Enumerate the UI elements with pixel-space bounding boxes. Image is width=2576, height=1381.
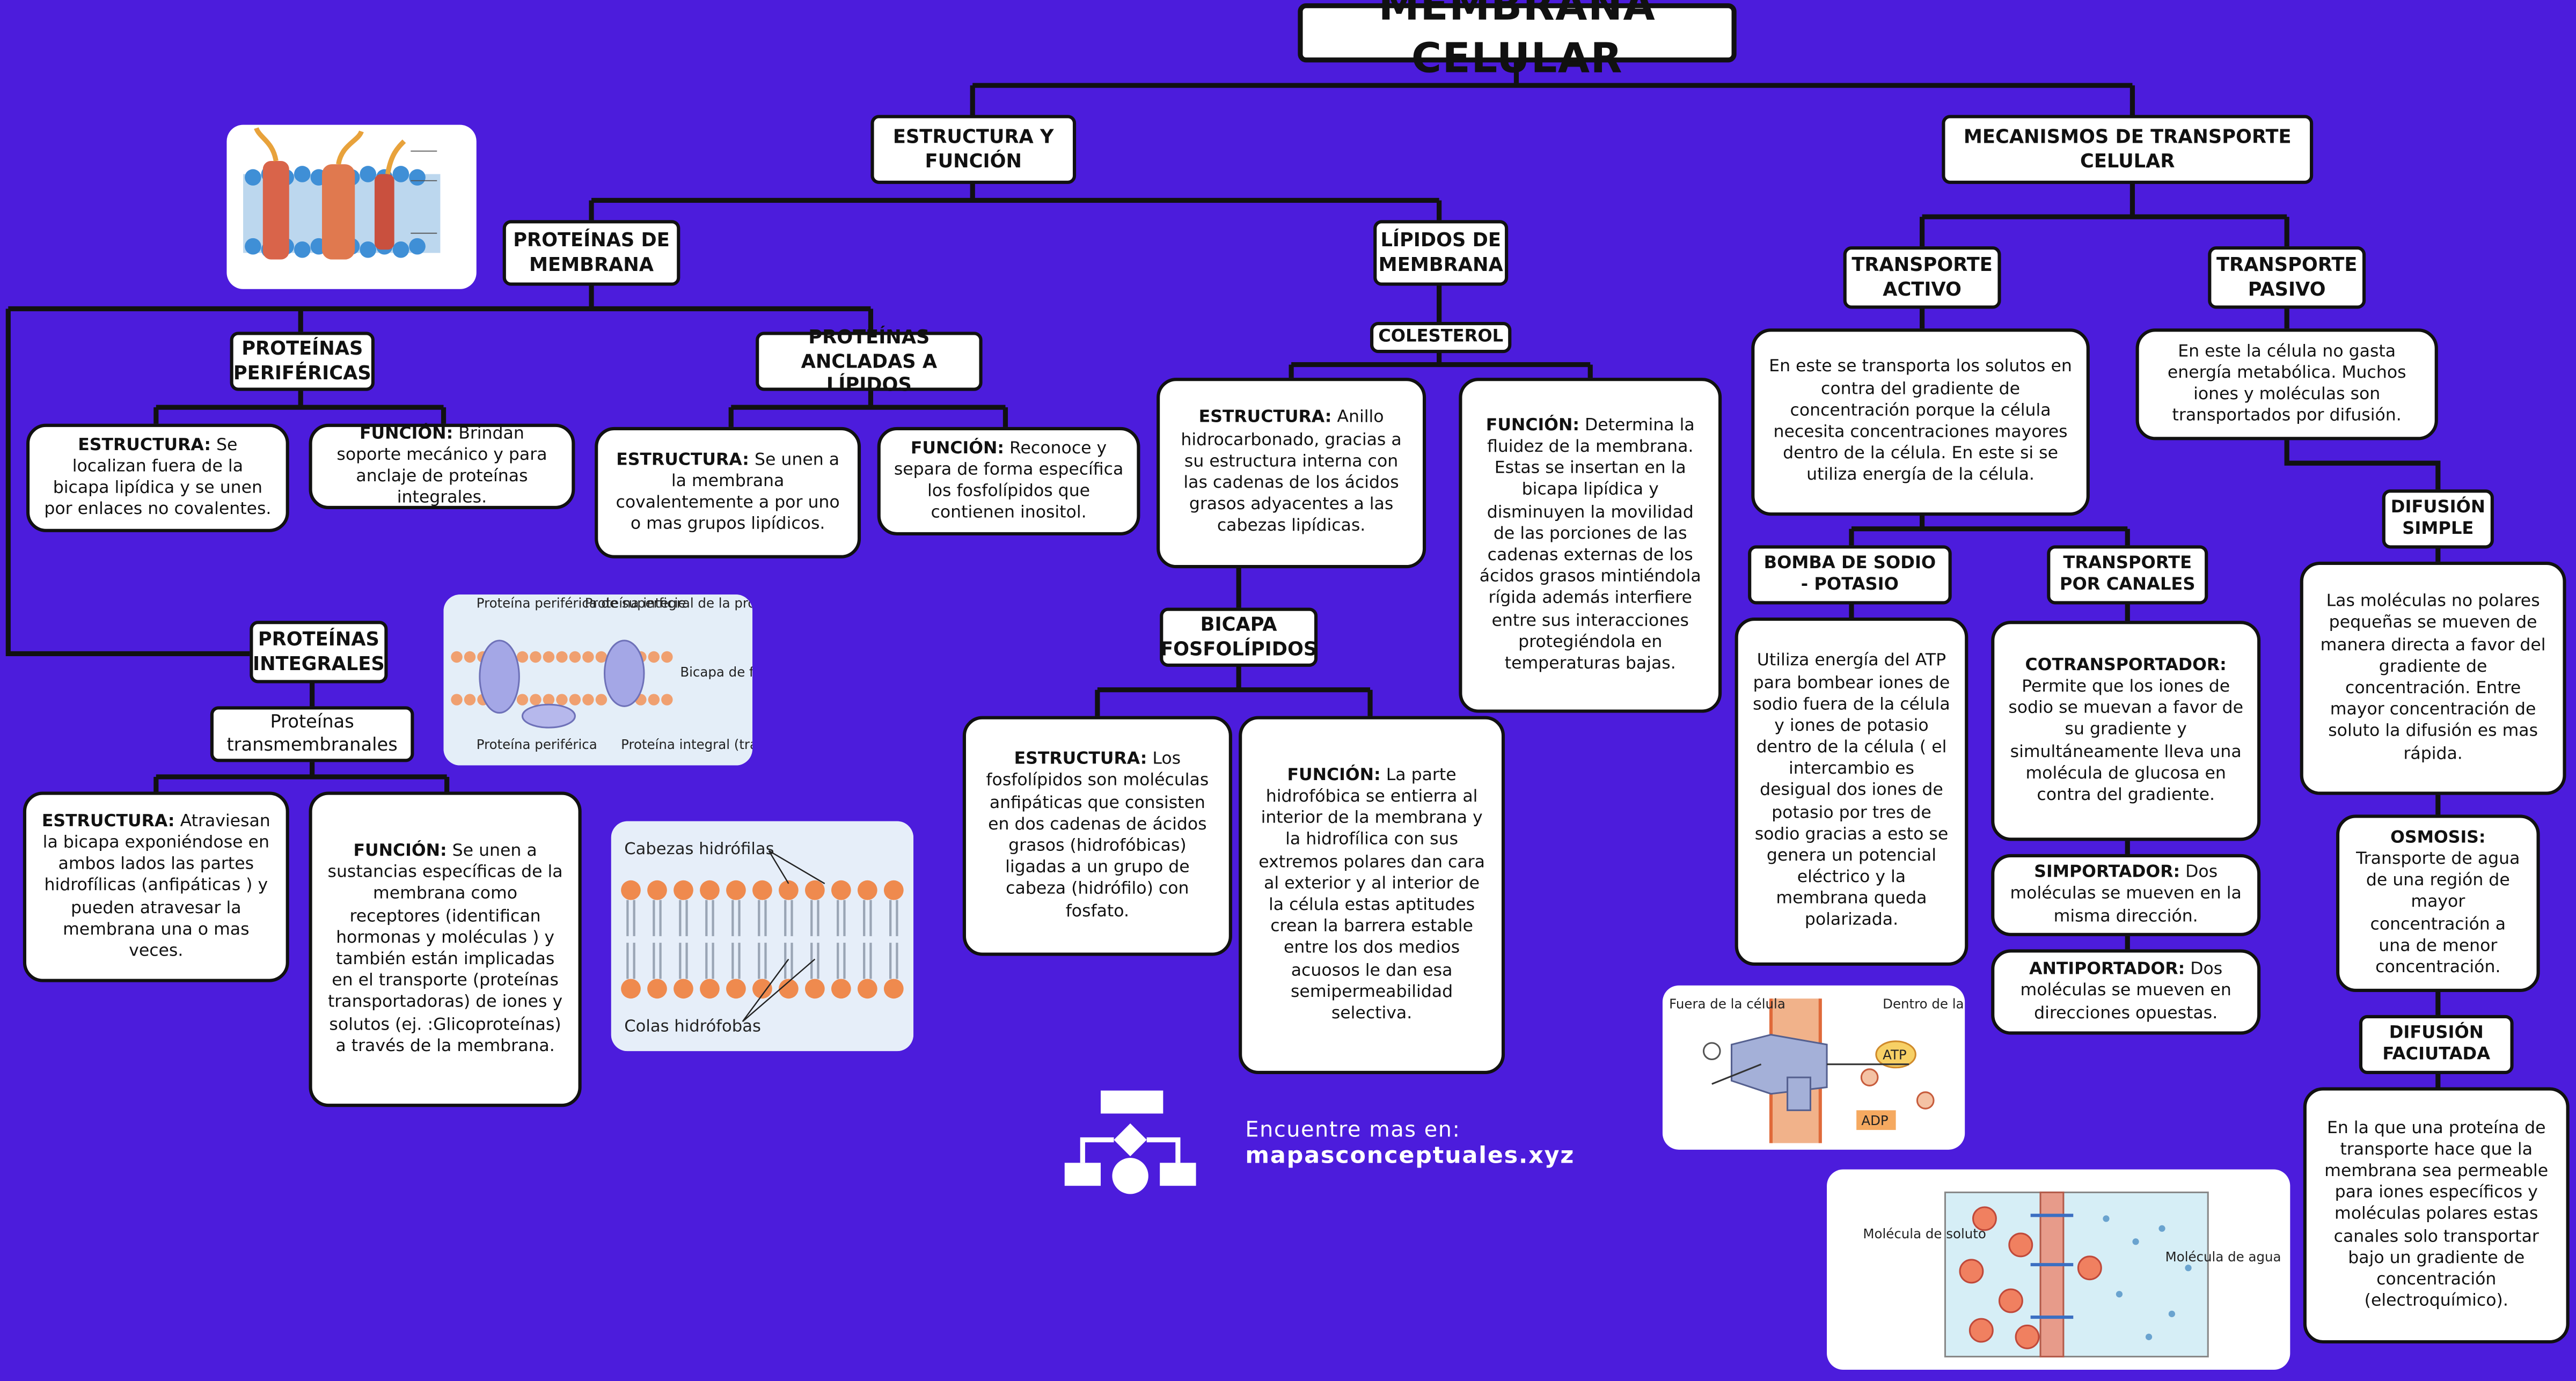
svg-text:Molécula de agua: Molécula de agua: [2165, 1249, 2281, 1265]
svg-text:Proteína integral de la proteí: Proteína integral de la proteína: [585, 596, 752, 611]
node-bicapa-fosfolipidos: BICAPA FOSFOLÍPIDOS: [1160, 607, 1318, 667]
node-bomba-sodio-potasio: BOMBA DE SODIO - POTASIO: [1748, 545, 1952, 605]
svg-text:Colas hidrófobas: Colas hidrófobas: [624, 1017, 761, 1035]
svg-text:Proteína periférica: Proteína periférica: [477, 737, 597, 752]
integrales-estructura: ESTRUCTURA: Atraviesan la bicapa exponié…: [23, 791, 289, 982]
brand-line-1: Encuentre mas en:: [1245, 1118, 1461, 1143]
bomba-descripcion: Utiliza energía del ATP para bombear ion…: [1735, 618, 1968, 966]
pasivo-descripcion: En este la célula no gasta energía metab…: [2135, 328, 2438, 440]
colesterol-funcion: FUNCIÓN: Determina la fluidez de la memb…: [1459, 378, 1722, 713]
page-title: MEMBRANA CELULAR: [1298, 0, 1737, 82]
integral-proteins-illustration: Proteína periférica de superficie Proteí…: [443, 594, 753, 766]
node-mecanismos-transporte: MECANISMOS DE TRANSPORTE CELULAR: [1942, 115, 2314, 184]
ancladas-funcion: FUNCIÓN: Reconoce y separa de forma espe…: [877, 427, 1140, 535]
node-colesterol: COLESTEROL: [1370, 321, 1512, 354]
node-difusion-facilitada: DIFUSIÓN FACIUTADA: [2359, 1015, 2514, 1075]
antiportador: ANTIPORTADOR: Dos moléculas se mueven en…: [1991, 949, 2261, 1035]
difusion-facilitada-descripcion: En la que una proteína de transporte hac…: [2303, 1087, 2570, 1344]
svg-text:Bicapa de fosfolípidos: Bicapa de fosfolípidos: [680, 664, 752, 680]
node-transporte-activo: TRANSPORTE ACTIVO: [1843, 246, 2001, 309]
node-proteinas-integrales: PROTEÍNAS INTEGRALES: [250, 621, 388, 684]
perifericas-estructura: ESTRUCTURA: Se localizan fuera de la bic…: [26, 423, 289, 532]
node-transporte-canales: TRANSPORTE POR CANALES: [2047, 545, 2208, 605]
bicapa-funcion: FUNCIÓN: La parte hidrofóbica se entierr…: [1239, 716, 1505, 1075]
colesterol-estructura: ESTRUCTURA: Anillo hidrocarbonado, graci…: [1157, 378, 1426, 569]
svg-text:ADP: ADP: [1861, 1113, 1888, 1128]
phospholipid-bilayer-illustration: Cabezas hidrófilas Colas hidrófobas: [611, 821, 914, 1052]
perifericas-funcion: FUNCIÓN: Brindan soporte mecánico y para…: [309, 423, 575, 509]
integrales-funcion: FUNCIÓN: Se unen a sustancias específica…: [309, 791, 582, 1107]
sodium-potassium-pump-illustration: Fuera de la célula Dentro de la célula A…: [1662, 985, 1965, 1150]
simportador: SIMPORTADOR: Dos moléculas se mueven en …: [1991, 854, 2261, 936]
activo-descripcion: En este se transporta los solutos en con…: [1751, 328, 2090, 516]
svg-text:Fuera de la célula: Fuera de la célula: [1669, 996, 1785, 1012]
membrane-3d-illustration: [226, 124, 477, 289]
difusion-simple-descripcion: Las moléculas no polares pequeñas se mue…: [2300, 561, 2566, 795]
brand-link[interactable]: mapasconceptuales.xyz: [1245, 1143, 1575, 1170]
svg-text:Dentro de la célula: Dentro de la célula: [1883, 996, 1965, 1012]
node-lipidos-membrana: LÍPIDOS DE MEMBRANA: [1373, 220, 1509, 286]
svg-text:Proteína integral (transmembra: Proteína integral (transmembrana): [621, 737, 752, 752]
svg-text:ATP: ATP: [1883, 1047, 1907, 1062]
brand-text: Encuentre mas en: mapasconceptuales.xyz: [1245, 1119, 1575, 1170]
svg-text:Cabezas hidrófilas: Cabezas hidrófilas: [624, 840, 774, 858]
node-difusion-simple: DIFUSIÓN SIMPLE: [2382, 489, 2494, 549]
bicapa-estructura: ESTRUCTURA: Los fosfolípidos son molécul…: [962, 716, 1232, 956]
brand-logo-icon: [1064, 1088, 1199, 1196]
node-transporte-pasivo: TRANSPORTE PASIVO: [2208, 246, 2366, 309]
svg-text:Proteína periférica de superfi: Proteína periférica de superficie: [477, 596, 686, 611]
node-estructura-funcion: ESTRUCTURA Y FUNCIÓN: [870, 115, 1077, 184]
svg-text:Molécula de soluto: Molécula de soluto: [1863, 1226, 1986, 1242]
node-proteinas-membrana: PROTEÍNAS DE MEMBRANA: [502, 220, 680, 286]
cotransportador: COTRANSPORTADOR: Permite que los iones d…: [1991, 621, 2261, 841]
node-proteinas-ancladas: PROTEÍNAS ANCLADAS A LÍPIDOS: [756, 325, 983, 396]
osmosis-illustration: Molécula de soluto Molécula de agua: [1827, 1169, 2290, 1370]
ancladas-estructura: ESTRUCTURA: Se unen a la membrana covale…: [595, 427, 861, 559]
node-proteinas-transmembranales: Proteínas transmembranales: [210, 706, 414, 762]
node-proteinas-perifericas: PROTEÍNAS PERIFÉRICAS: [230, 332, 375, 391]
osmosis: OSMOSIS:Transporte de agua de una región…: [2336, 814, 2540, 992]
